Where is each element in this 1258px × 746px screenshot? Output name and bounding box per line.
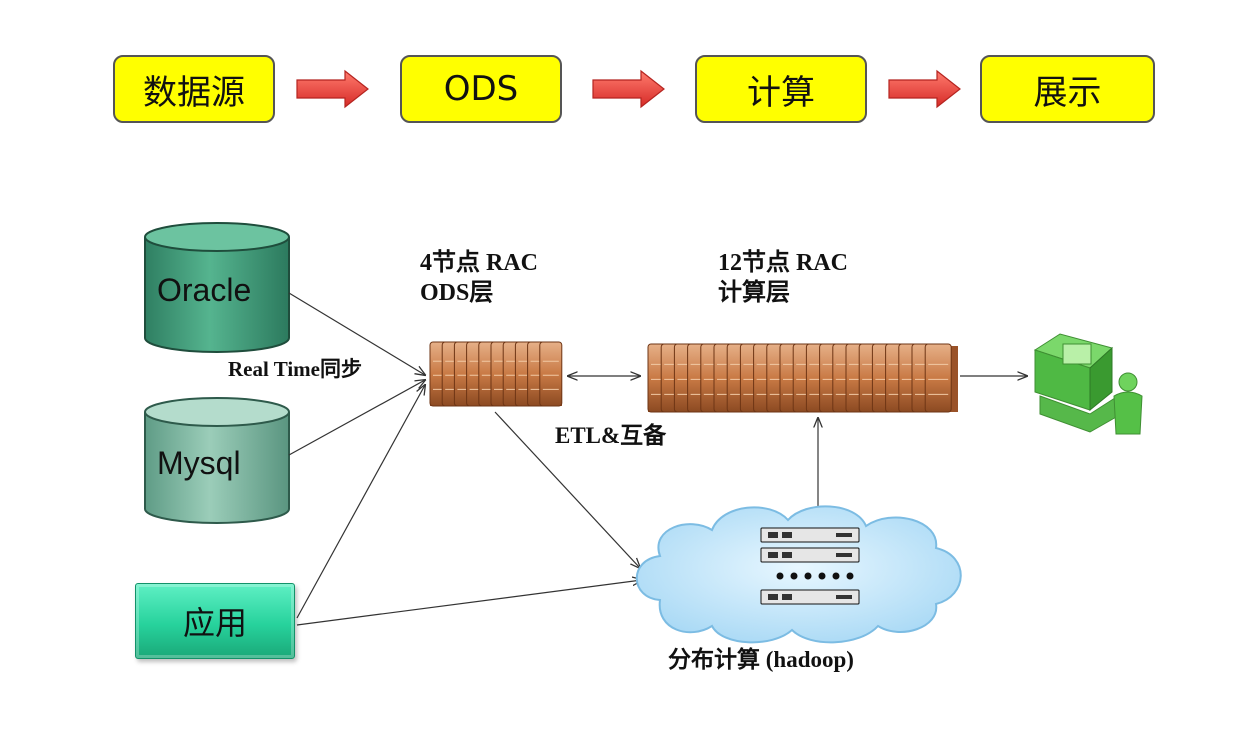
flow-step-ods: ODS bbox=[400, 55, 562, 123]
flow-step-compute: 计算 bbox=[695, 55, 867, 123]
mysql-to-ods-arrow bbox=[288, 380, 425, 456]
ods-server-cluster-icon bbox=[429, 341, 563, 407]
flow-arrow-1 bbox=[296, 69, 369, 109]
oracle-database-icon bbox=[144, 222, 290, 353]
compute-rac-line2: 计算层 bbox=[718, 280, 790, 306]
mysql-label: Mysql bbox=[157, 445, 241, 481]
ods-rac-title: 4节点 RAC ODS层 bbox=[420, 248, 538, 308]
ods-rac-line2: ODS层 bbox=[420, 280, 494, 306]
application-box: 应用 bbox=[135, 583, 295, 659]
flow-step-display: 展示 bbox=[980, 55, 1155, 123]
oracle-to-ods-arrow bbox=[288, 292, 425, 375]
application-label: 应用 bbox=[182, 604, 247, 642]
flow-arrow-2 bbox=[592, 69, 665, 109]
oracle-label: Oracle bbox=[157, 272, 252, 308]
hadoop-label: 分布计算 (hadoop) bbox=[668, 647, 854, 672]
flow-step-datasource: 数据源 bbox=[113, 55, 275, 123]
app-to-hadoop-arrow bbox=[296, 580, 642, 626]
compute-rac-title: 12节点 RAC 计算层 bbox=[718, 248, 848, 308]
realtime-sync-label: Real Time同步 bbox=[228, 357, 362, 381]
flow-step-label: 数据源 bbox=[143, 72, 245, 113]
flow-step-label: 计算 bbox=[747, 72, 815, 113]
ods-to-hadoop-arrow bbox=[494, 411, 640, 568]
hadoop-cloud-icon bbox=[635, 505, 962, 644]
server-blade bbox=[539, 341, 563, 407]
server-blade bbox=[924, 343, 952, 413]
user-workstation-icon bbox=[1033, 333, 1143, 435]
app-to-ods-arrow bbox=[296, 385, 425, 619]
flow-step-label: 展示 bbox=[1033, 72, 1102, 113]
compute-server-cluster-icon bbox=[647, 343, 958, 413]
mysql-database-icon bbox=[144, 397, 290, 524]
etl-backup-label: ETL&互备 bbox=[555, 423, 667, 448]
ods-rac-line1: 4节点 RAC bbox=[420, 250, 538, 276]
flow-arrow-3 bbox=[888, 69, 961, 109]
compute-rac-line1: 12节点 RAC bbox=[718, 250, 848, 276]
flow-step-label: ODS bbox=[443, 69, 519, 109]
